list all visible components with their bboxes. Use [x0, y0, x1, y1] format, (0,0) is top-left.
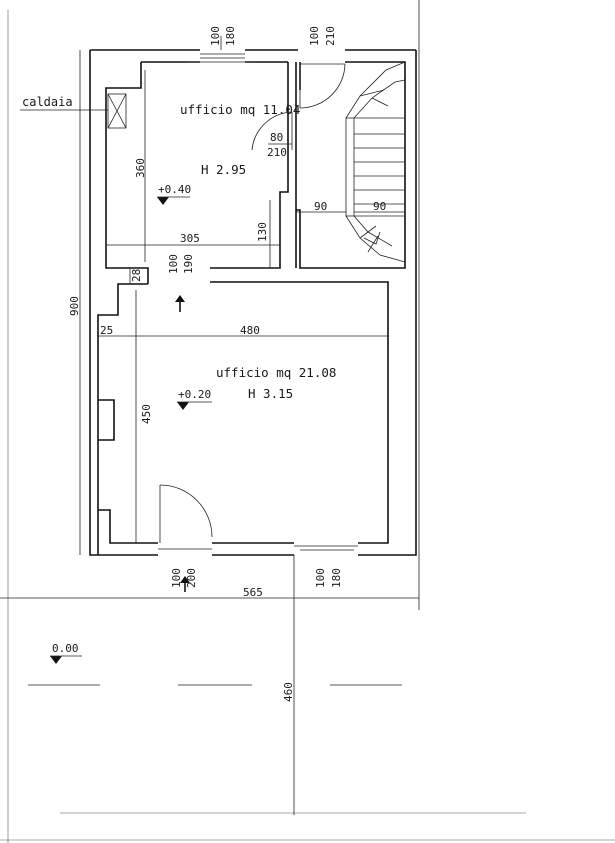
- passage-dim-130: 130: [256, 222, 269, 242]
- level-upper: +0.40: [158, 183, 191, 196]
- inner-door-dim-top: 80: [270, 131, 283, 144]
- external-depth-dim: 460: [282, 682, 295, 702]
- total-height-dim: 900: [68, 296, 81, 316]
- top-door: [299, 63, 346, 109]
- top-window-dim-a: 100: [209, 26, 222, 46]
- bottom-door: [158, 484, 213, 550]
- inner-door-dim-bottom: 210: [267, 146, 287, 159]
- mid-door-arrow-icon: [175, 295, 185, 312]
- top-window-dim-b: 180: [224, 26, 237, 46]
- stair-dim-right: 90: [373, 200, 386, 213]
- wall-left-dim: 25: [100, 324, 113, 337]
- staircase: [345, 61, 406, 263]
- level-marker-upper: [157, 196, 190, 205]
- ground-line: [28, 684, 526, 814]
- upper-room-dim-width: 305: [180, 232, 200, 245]
- boiler-label: caldaia: [22, 95, 73, 109]
- level-lower: +0.20: [178, 388, 211, 401]
- lower-room-dim-width: 480: [240, 324, 260, 337]
- upper-room-name: ufficio mq 11.04: [180, 102, 300, 117]
- lower-room-name: ufficio mq 21.08: [216, 365, 336, 380]
- stair-dim-left: 90: [314, 200, 327, 213]
- upper-room-dim-height: 360: [134, 158, 147, 178]
- total-width-dim: 565: [243, 586, 263, 599]
- upper-room-height: H 2.95: [201, 162, 246, 177]
- mid-door-dim-a: 100: [167, 254, 180, 274]
- level-marker-lower: [177, 401, 212, 410]
- inner-walls: [97, 61, 406, 555]
- lower-room-dim-height: 450: [140, 404, 153, 424]
- top-window: [188, 53, 255, 63]
- bottom-door-dim-a: 100: [170, 568, 183, 588]
- lower-room-height: H 3.15: [248, 386, 293, 401]
- outer-walls: [89, 49, 417, 556]
- bottom-window-dim-a: 100: [314, 568, 327, 588]
- level-ground: 0.00: [52, 642, 79, 655]
- top-door-dim-b: 210: [324, 26, 337, 46]
- wall-step-dim: 28: [130, 269, 143, 282]
- level-marker-ground: [50, 655, 82, 664]
- bottom-door-dim-b: 200: [185, 568, 198, 588]
- bottom-door-arrow-icon: [180, 576, 190, 592]
- top-door-dim-a: 100: [308, 26, 321, 46]
- boiler-unit: [20, 93, 127, 129]
- bottom-window-dim-b: 180: [330, 568, 343, 588]
- mid-door-dim-b: 190: [182, 254, 195, 274]
- bottom-window: [294, 545, 358, 551]
